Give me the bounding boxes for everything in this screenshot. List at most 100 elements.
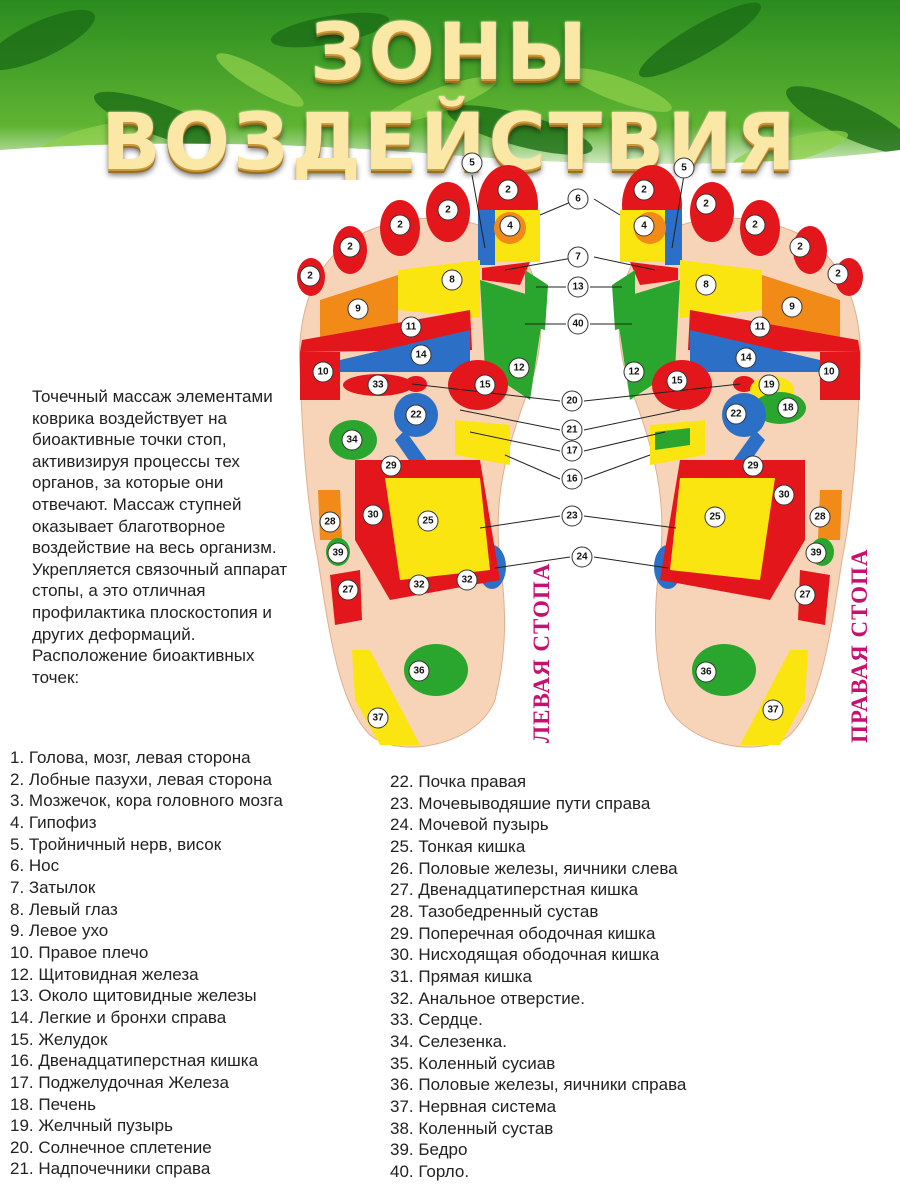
foot-map: 2 2 2 2 2 4 5 8 9 11 14 10 12 15 33 22 3… [297, 152, 863, 748]
svg-text:8: 8 [449, 275, 455, 286]
svg-text:25: 25 [422, 516, 434, 527]
svg-text:40: 40 [572, 319, 584, 330]
svg-text:20: 20 [566, 396, 578, 407]
svg-text:14: 14 [415, 350, 427, 361]
leaves-background [0, 0, 900, 180]
legend-item: 20. Солнечное сплетение [10, 1137, 212, 1157]
legend-item: 31. Прямая кишка [390, 966, 532, 986]
svg-text:25: 25 [709, 512, 721, 523]
legend-item: 14. Легкие и бронхи справа [10, 1007, 227, 1027]
zone-numbers: 2 2 2 2 2 4 5 8 9 11 14 10 12 15 33 22 3… [299, 152, 849, 729]
legend-item: 15. Желудок [10, 1029, 108, 1049]
svg-text:4: 4 [507, 221, 513, 232]
legend-item: 36. Половые железы, яичники справа [390, 1075, 687, 1095]
legend-item: 32. Анальное отверстие. [390, 988, 585, 1008]
svg-text:10: 10 [823, 367, 835, 378]
connector-lines [411, 174, 741, 569]
legend-item: 40. Горло. [390, 1161, 470, 1181]
svg-text:2: 2 [752, 220, 758, 231]
legend-item: 6. Нос [10, 856, 60, 876]
svg-text:9: 9 [355, 304, 361, 315]
svg-text:32: 32 [413, 580, 425, 591]
legend-item: 33. Сердце. [390, 1010, 483, 1030]
svg-text:21: 21 [566, 425, 578, 436]
svg-text:2: 2 [445, 205, 451, 216]
legend-item: 2. Лобные пазухи, левая сторона [10, 769, 272, 789]
svg-text:18: 18 [782, 403, 794, 414]
svg-text:28: 28 [814, 512, 826, 523]
svg-text:39: 39 [332, 548, 344, 559]
legend-item: 28. Тазобедренный сустав [390, 901, 599, 921]
svg-text:29: 29 [385, 461, 397, 472]
svg-text:12: 12 [628, 367, 640, 378]
svg-text:28: 28 [324, 517, 336, 528]
legend-item: 5. Тройничный нерв, висок [10, 834, 222, 854]
legend-item: 37. Нервная система [390, 1096, 557, 1116]
svg-text:11: 11 [755, 322, 766, 333]
legend-item: 17. Поджелудочная Железа [10, 1072, 229, 1092]
legend-item: 3. Мозжечок, кора головного мозга [10, 791, 283, 811]
svg-text:16: 16 [566, 474, 578, 485]
svg-text:6: 6 [575, 194, 581, 205]
svg-text:11: 11 [406, 322, 417, 333]
legend-item: 1. Голова, мозг, левая сторона [10, 748, 251, 767]
legend-item: 34. Селезенка. [390, 1031, 507, 1051]
svg-text:22: 22 [730, 409, 742, 420]
svg-text:33: 33 [372, 380, 384, 391]
legend-item: 8. Левый глаз [10, 899, 118, 919]
legend-item: 25. Тонкая кишка [390, 836, 526, 856]
intro-paragraph: Точечный массаж элементами коврика возде… [32, 387, 288, 644]
legend-item: 38. Коленный сустав [390, 1118, 554, 1138]
legend-item: 13. Около щитовидные железы [10, 986, 257, 1006]
legend-item: 22. Почка правая [390, 772, 527, 791]
svg-text:9: 9 [789, 302, 795, 313]
svg-text:32: 32 [461, 575, 473, 586]
svg-text:27: 27 [342, 585, 354, 596]
svg-text:30: 30 [778, 490, 790, 501]
svg-text:4: 4 [641, 221, 647, 232]
svg-text:17: 17 [566, 446, 578, 457]
legend-item: 7. Затылок [10, 877, 96, 897]
legend-item: 24. Мочевой пузырь [390, 815, 549, 835]
legend-item: 29. Поперечная ободочная кишка [390, 923, 656, 943]
svg-text:2: 2 [397, 220, 403, 231]
svg-text:10: 10 [317, 367, 329, 378]
intro-text: Точечный массаж элементами коврика возде… [32, 386, 300, 688]
legend-item: 23. Мочевыводяшие пути справа [390, 793, 651, 813]
legend-item: 19. Желчный пузырь [10, 1116, 173, 1136]
svg-text:29: 29 [747, 461, 759, 472]
svg-text:7: 7 [575, 252, 581, 263]
legend-list-left: 1. Голова, мозг, левая сторона 2. Лобные… [10, 747, 390, 1180]
legend-item: 26. Половые железы, яичники слева [390, 858, 678, 878]
svg-text:2: 2 [835, 269, 841, 280]
svg-text:22: 22 [410, 410, 422, 421]
legend-list-right: 22. Почка правая 23. Мочевыводяшие пути … [390, 771, 890, 1182]
svg-text:36: 36 [700, 667, 712, 678]
legend-item: 12. Щитовидная железа [10, 964, 199, 984]
svg-text:34: 34 [346, 435, 358, 446]
legend-item: 18. Печень [10, 1094, 97, 1114]
legend-item: 35. Коленный сусиав [390, 1053, 556, 1073]
svg-text:13: 13 [572, 282, 584, 293]
legend-item: 21. Надпочечники справа [10, 1159, 211, 1179]
svg-text:36: 36 [413, 666, 425, 677]
svg-text:24: 24 [576, 552, 588, 563]
svg-text:15: 15 [479, 380, 491, 391]
svg-text:2: 2 [641, 185, 647, 196]
legend-item: 9. Левое ухо [10, 921, 109, 941]
legend-item: 16. Двенадцатиперстная кишка [10, 1051, 259, 1071]
svg-text:15: 15 [671, 376, 683, 387]
svg-text:8: 8 [703, 280, 709, 291]
legend-item: 27. Двенадцатиперстная кишка [390, 880, 639, 900]
right-foot [612, 165, 863, 748]
svg-text:27: 27 [799, 590, 811, 601]
svg-text:19: 19 [763, 380, 775, 391]
location-heading: Расположение биоактивных точек: [32, 646, 255, 687]
svg-text:2: 2 [703, 199, 709, 210]
svg-text:2: 2 [797, 242, 803, 253]
svg-text:2: 2 [307, 271, 313, 282]
header-banner: ЗОНЫ ВОЗДЕЙСТВИЯ [0, 0, 900, 180]
svg-text:2: 2 [505, 185, 511, 196]
svg-text:39: 39 [810, 548, 822, 559]
right-foot-label: ПРАВАЯ СТОПА [847, 548, 872, 743]
